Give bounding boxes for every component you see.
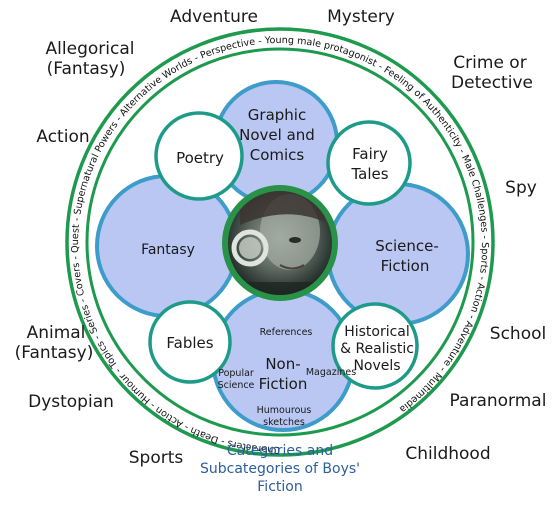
label-action: Action [36, 127, 89, 147]
label-magazines: Magazines [306, 367, 356, 378]
label-allegorical: Allegorical [46, 39, 135, 59]
label-paranormal: Paranormal [450, 391, 547, 411]
fables-circle [148, 300, 232, 384]
label-sports: Sports [129, 448, 184, 468]
label-poetry: Poetry [176, 149, 224, 167]
label-adventure: Adventure [170, 7, 258, 27]
label-school: School [490, 324, 546, 344]
label-humourous: Humourous [257, 405, 312, 416]
fairy-tales-circle [326, 120, 412, 206]
label-fiction-sci: Fiction [381, 257, 430, 275]
historical-circle [331, 302, 419, 390]
caption-line-3: Fiction [257, 479, 303, 495]
inner-ring [85, 47, 475, 437]
label-graphic-1: Graphic [248, 106, 306, 124]
label-animal-fantasy: (Fantasy) [15, 343, 94, 363]
label-animal: Animal [27, 323, 86, 343]
label-historical: Historical [344, 324, 410, 340]
label-references: References [260, 327, 313, 338]
label-allegorical-fantasy: (Fantasy) [47, 59, 126, 79]
label-popular-science: Science [218, 380, 255, 391]
label-science: Science- [375, 237, 439, 255]
label-realistic: & Realistic [340, 341, 414, 357]
label-crime: Crime or [453, 53, 526, 73]
poetry-circle [154, 111, 244, 201]
label-fables: Fables [166, 334, 213, 352]
label-mystery: Mystery [327, 7, 395, 27]
caption-line-1: Categories and [226, 443, 334, 459]
label-fantasy: Fantasy [141, 242, 195, 258]
label-detective: Detective [451, 73, 533, 93]
label-tales: Tales [350, 165, 388, 183]
label-sketches: sketches [263, 417, 305, 428]
caption-line-2: Subcategories of Boys' [199, 461, 361, 477]
label-popular: Popular [218, 368, 254, 379]
diagram-caption: Categories and Subcategories of Boys' Fi… [150, 442, 410, 496]
label-dystopian: Dystopian [28, 392, 114, 412]
boy-photo [222, 185, 338, 301]
label-graphic-3: Comics [250, 146, 305, 164]
label-fairy: Fairy [352, 145, 388, 163]
outer-ring [65, 27, 495, 457]
label-graphic-2: Novel and [239, 126, 315, 144]
label-spy: Spy [505, 178, 537, 198]
label-childhood: Childhood [405, 444, 490, 464]
label-fiction-non: Fiction [259, 375, 308, 393]
label-novels: Novels [353, 358, 400, 374]
label-non: Non- [265, 355, 300, 373]
